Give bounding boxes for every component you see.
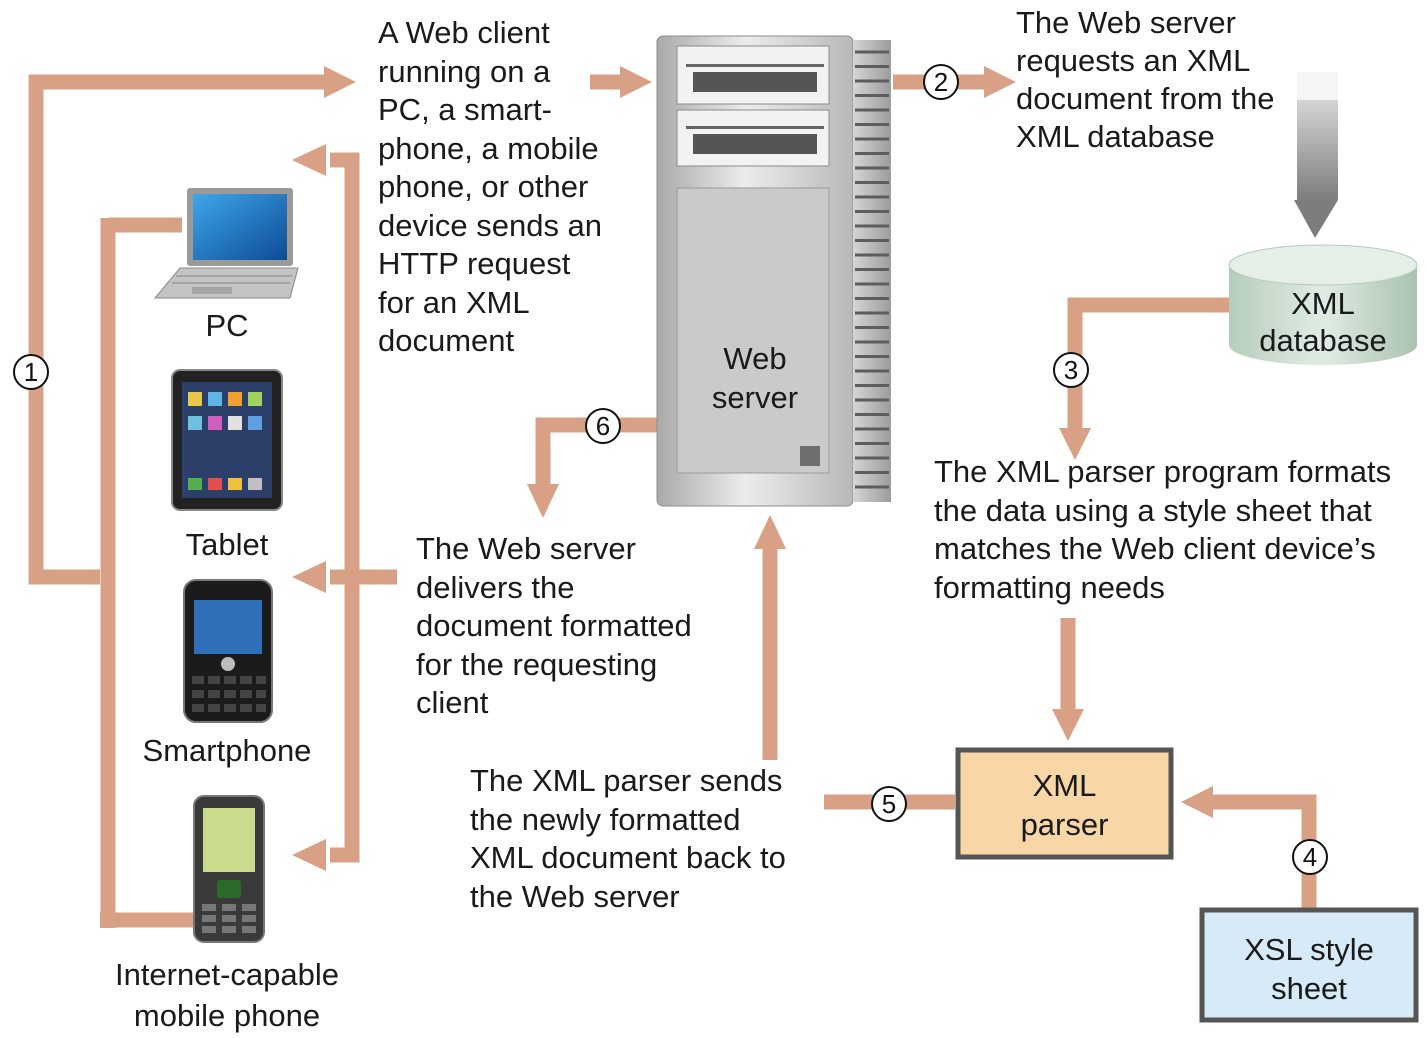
arrow-delivery-trunk (330, 152, 360, 863)
server-delivers-text: The Web server delivers the document for… (416, 531, 692, 720)
arrow-3-head (1059, 428, 1091, 460)
xml-database-cylinder (1228, 244, 1418, 365)
arrow-to-server-head (620, 66, 652, 98)
xml-database-label: XML database (1259, 286, 1387, 358)
web-server-tower (656, 35, 891, 507)
arrow-trunk-top-head (292, 144, 326, 176)
step-6-label: 6 (596, 411, 610, 441)
arrow-1-loop (28, 74, 328, 585)
xsl-style-sheet-box (1199, 907, 1419, 1023)
step-6-badge: 6 (585, 408, 621, 444)
arrow-mobile-head (292, 839, 326, 871)
server-requests-text: The Web server requests an XML document … (1016, 5, 1275, 154)
device-smartphone-label: Smartphone (142, 733, 312, 768)
arrow-4-head (1181, 786, 1213, 818)
step-1-badge: 1 (13, 354, 49, 390)
arrow-6-head (527, 484, 559, 518)
parser-formats-text: The XML parser program formats the data … (934, 454, 1392, 605)
step-3-label: 3 (1064, 355, 1078, 385)
step-5-badge: 5 (871, 786, 907, 822)
arrow-1-head (324, 66, 356, 98)
step-3-badge: 3 (1053, 352, 1089, 388)
step-5-label: 5 (882, 789, 896, 819)
arrow-to-parser-head (1052, 709, 1084, 741)
pc-laptop-icon (153, 188, 299, 299)
xml-parser-box (955, 747, 1174, 860)
smartphone-icon (183, 579, 273, 723)
arrow-to-server-bottom-head (754, 515, 786, 549)
arrow-smartphone-head (292, 561, 326, 593)
device-pc-label: PC (205, 308, 249, 343)
gray-arrow (1294, 72, 1338, 238)
client-request-text: A Web client running on a PC, a smart- p… (378, 15, 603, 358)
arrow-3 (1067, 297, 1232, 432)
xsl-style-sheet-label: XSL style sheet (1244, 932, 1374, 1006)
step-2-badge: 2 (923, 64, 959, 100)
step-4-label: 4 (1303, 842, 1317, 872)
device-tablet-label: Tablet (185, 527, 269, 562)
step-1-label: 1 (24, 357, 38, 387)
xml-parser-label: XML parser (1020, 768, 1109, 842)
parser-sends-text: The XML parser sends the newly formatted… (470, 763, 786, 914)
arrow-2-head (984, 66, 1016, 98)
device-mobile-phone-label: Internet-capable mobile phone (114, 957, 340, 1033)
step-4-badge: 4 (1292, 839, 1328, 875)
mobile-phone-icon (193, 795, 265, 943)
tablet-icon (171, 369, 283, 511)
step-2-label: 2 (934, 67, 948, 97)
web-server-label: Web server (711, 341, 799, 415)
